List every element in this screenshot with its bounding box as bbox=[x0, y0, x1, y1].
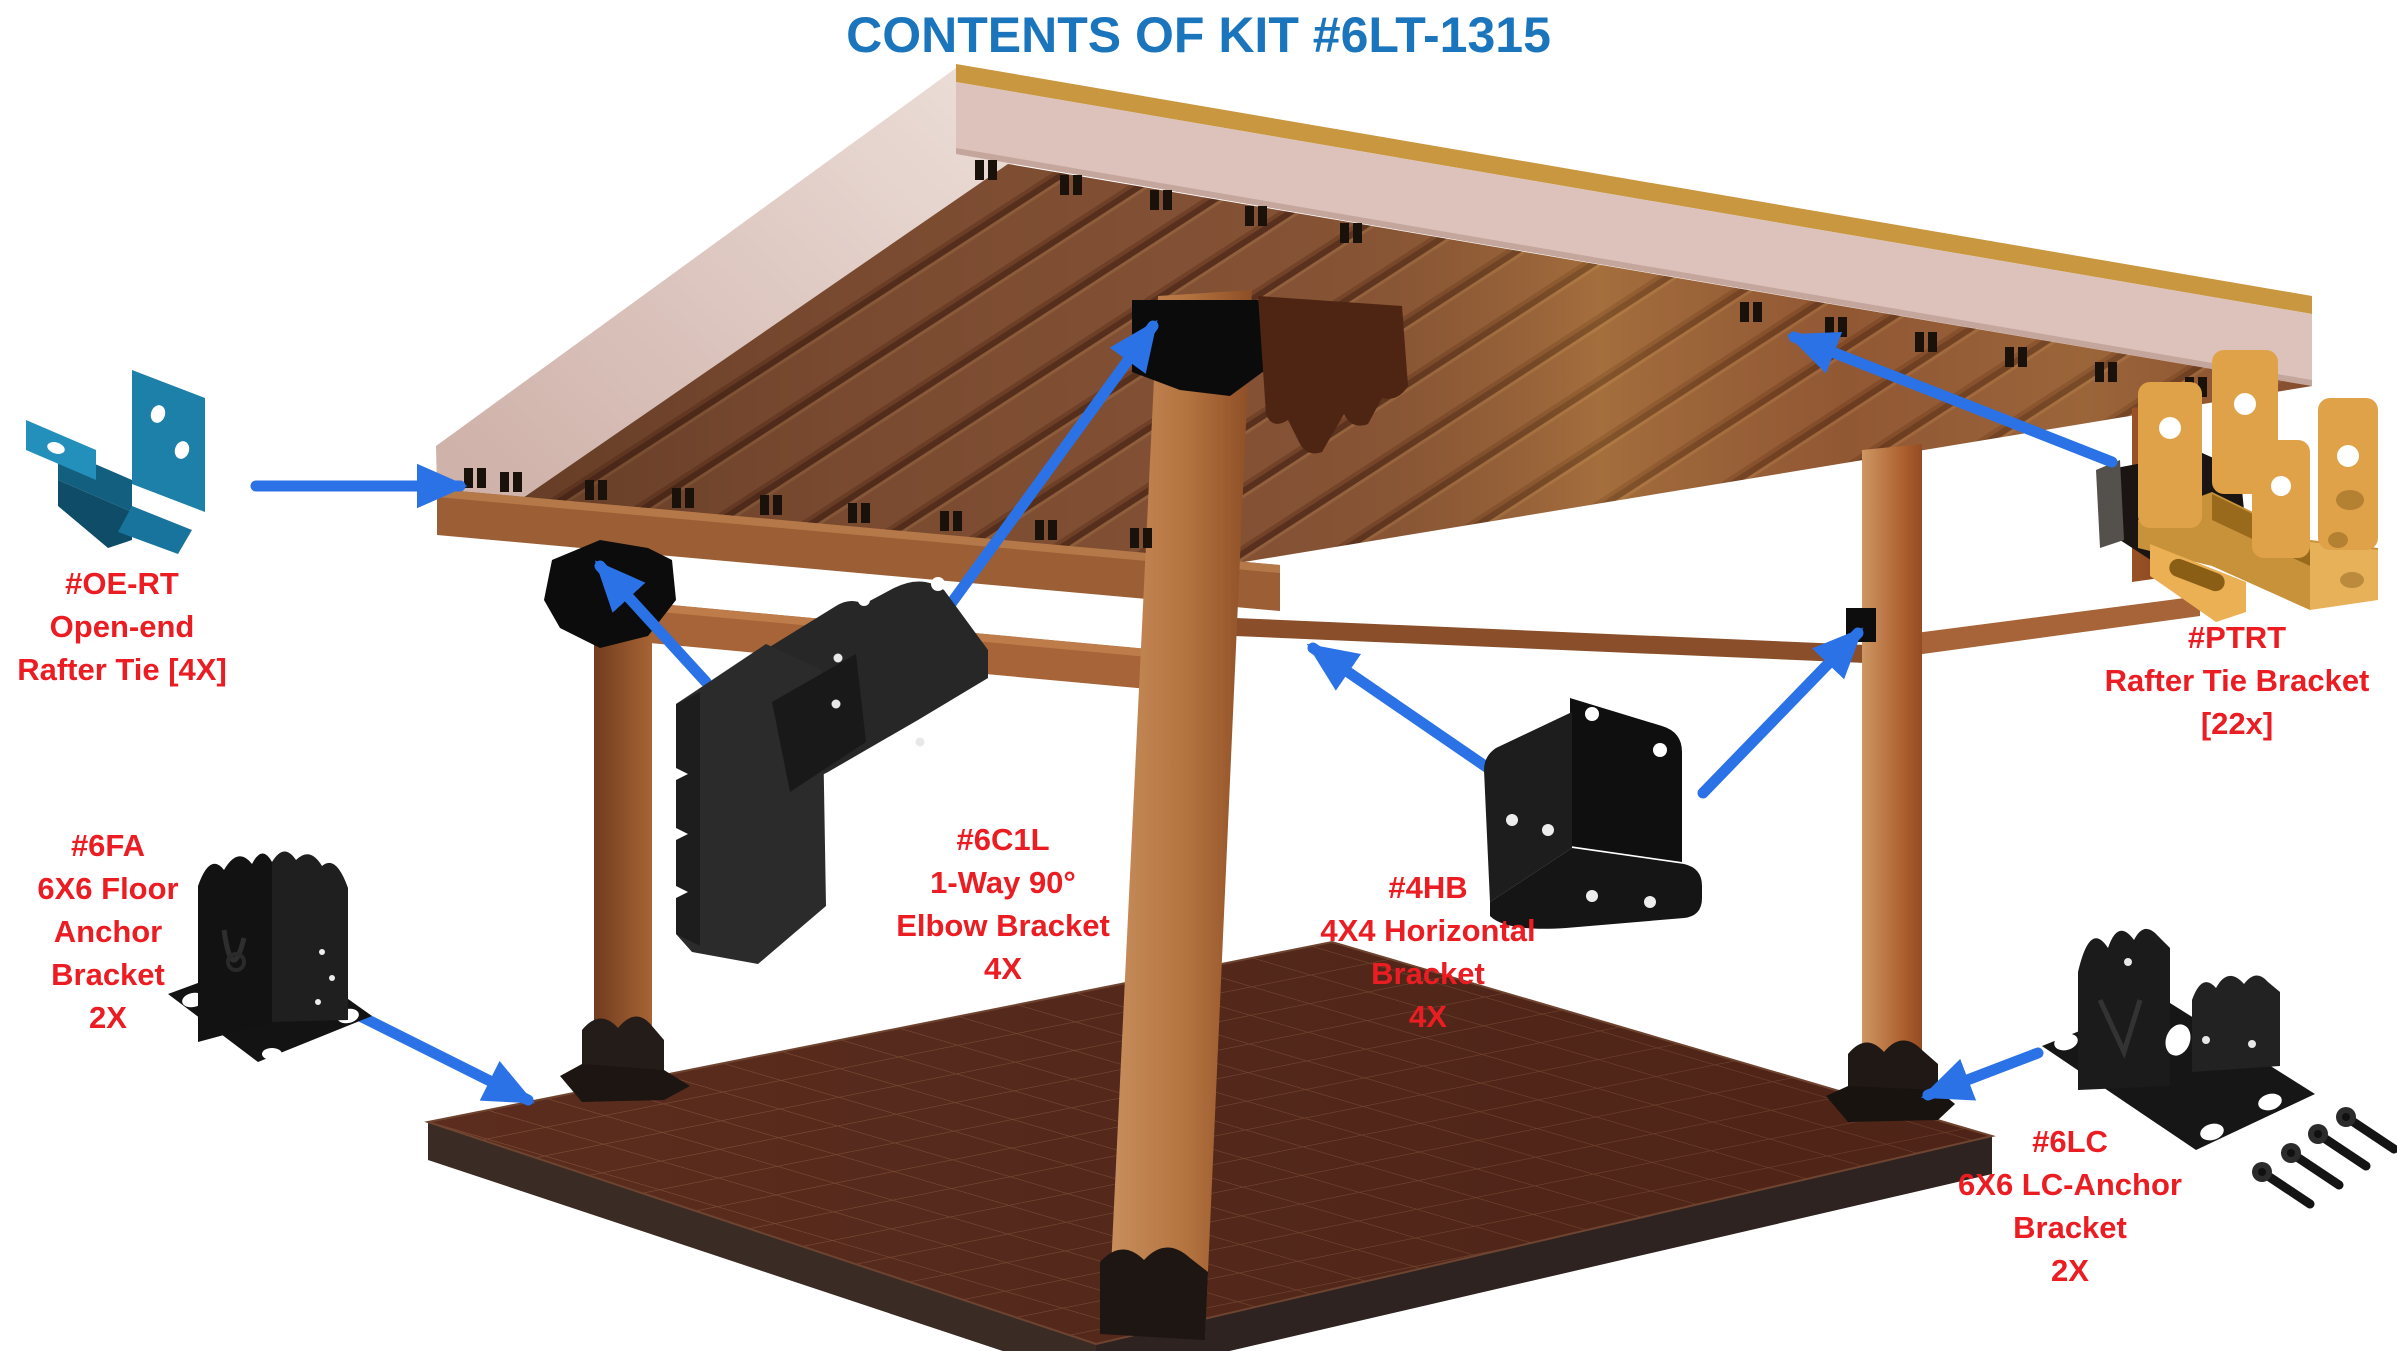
arrow-6lc bbox=[1920, 1047, 2044, 1101]
arrow-6c1l-to-back-post bbox=[594, 560, 712, 688]
part-desc: 4X4 Horizontal bbox=[1320, 913, 1536, 948]
posts bbox=[594, 290, 2188, 1338]
part-qty: 2X bbox=[2051, 1253, 2089, 1288]
4hb-bracket-icon bbox=[1484, 698, 1702, 929]
part-label-4hb: #4HB 4X4 Horizontal Bracket 4X bbox=[1268, 866, 1588, 1038]
right-side-beam bbox=[1908, 596, 2200, 656]
part-desc: Rafter Tie Bracket bbox=[2104, 663, 2370, 698]
front-left-post-base-anchor bbox=[1100, 1247, 1208, 1340]
arrow-ptrt bbox=[1786, 331, 2118, 468]
part-label-6lc: #6LC 6X6 LC-Anchor Bracket 2X bbox=[1910, 1120, 2230, 1292]
pergola-roof bbox=[436, 64, 2312, 611]
part-number: #PTRT bbox=[2187, 620, 2287, 655]
back-left-post bbox=[594, 550, 652, 1102]
ptrt-bracket-icon bbox=[2138, 350, 2378, 622]
part-desc: 1-Way 90° bbox=[930, 865, 1076, 900]
6fa-bracket-icon bbox=[168, 851, 372, 1062]
part-number: #6C1L bbox=[956, 822, 1050, 857]
front-left-post bbox=[1108, 290, 1252, 1338]
part-desc: Anchor bbox=[53, 914, 163, 949]
part-desc: Bracket bbox=[2013, 1210, 2127, 1245]
6lc-bracket-icon bbox=[2042, 928, 2397, 1209]
part-number: #4HB bbox=[1388, 870, 1468, 905]
front-left-post-top-bracket bbox=[1132, 300, 1268, 396]
part-desc: Bracket bbox=[51, 957, 165, 992]
platform-side-left bbox=[428, 1122, 1096, 1351]
part-label-6fa: #6FA 6X6 Floor Anchor Bracket 2X bbox=[0, 824, 216, 1039]
roof-right-fascia bbox=[956, 82, 2312, 386]
part-number: #6LC bbox=[2032, 1124, 2108, 1159]
part-qty: 4X bbox=[984, 951, 1022, 986]
front-beam bbox=[1235, 618, 1866, 663]
part-number: #6FA bbox=[70, 828, 146, 863]
part-label-oe-rt: #OE-RT Open-end Rafter Tie [4X] bbox=[0, 562, 244, 691]
part-number: #OE-RT bbox=[65, 566, 179, 601]
part-qty: 4X bbox=[1409, 999, 1447, 1034]
roof-gold-top-edge bbox=[956, 64, 2312, 314]
6c1l-bracket-icon bbox=[672, 577, 988, 964]
part-qty: 2X bbox=[89, 1000, 127, 1035]
page-title: CONTENTS OF KIT #6LT-1315 bbox=[846, 7, 1551, 63]
part-desc: Elbow Bracket bbox=[896, 908, 1110, 943]
part-desc: Open-end bbox=[49, 609, 195, 644]
front-left-corner-shadow bbox=[1258, 296, 1408, 454]
part-desc: 6X6 Floor bbox=[37, 871, 179, 906]
roof-left-fascia bbox=[436, 68, 1020, 500]
part-desc: Rafter Tie [4X] bbox=[17, 652, 227, 687]
part-label-ptrt: #PTRT Rafter Tie Bracket [22x] bbox=[2077, 616, 2397, 745]
arrow-4hb-right bbox=[1697, 627, 1864, 799]
part-qty: [22x] bbox=[2200, 706, 2274, 741]
front-right-post bbox=[1862, 444, 1922, 1118]
part-desc: 6X6 LC-Anchor bbox=[1958, 1167, 2182, 1202]
part-label-6c1l: #6C1L 1-Way 90° Elbow Bracket 4X bbox=[843, 818, 1163, 990]
oe-rt-bracket-icon bbox=[26, 370, 205, 554]
roof-header-beam bbox=[437, 489, 1280, 611]
lag-screws-icon bbox=[2252, 1107, 2397, 1209]
platform-side-right bbox=[1096, 1136, 1992, 1351]
part-desc: Bracket bbox=[1371, 956, 1485, 991]
